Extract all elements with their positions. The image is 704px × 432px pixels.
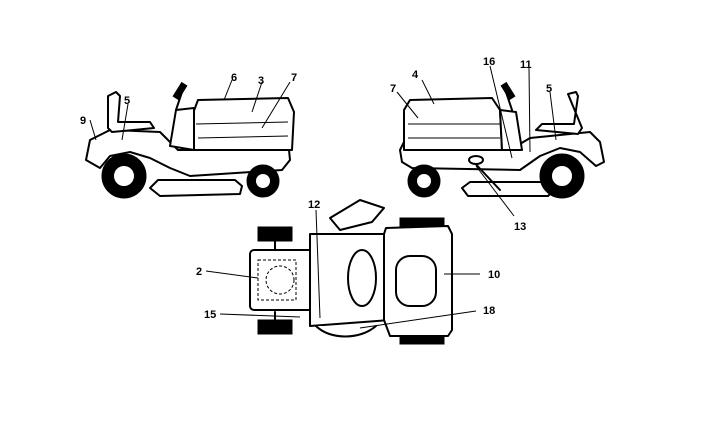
label-4: 4: [412, 69, 419, 81]
seat-top: [395, 255, 437, 307]
label-5: 5: [124, 95, 130, 107]
label-10: 10: [488, 269, 500, 281]
label-12: 12: [308, 199, 320, 211]
label-18: 18: [483, 305, 495, 317]
dash: [169, 107, 195, 151]
mower-left-view: 9 5 6 3 7: [80, 72, 297, 199]
mower-deck: [149, 179, 243, 197]
label-7-right: 7: [390, 83, 396, 95]
mower-right-view: 7 4 16 11 5 13: [390, 56, 605, 233]
label-7: 7: [291, 72, 297, 84]
steering-top: [329, 199, 385, 231]
label-3: 3: [258, 75, 264, 87]
label-5-right: 5: [546, 83, 552, 95]
label-13: 13: [514, 221, 526, 233]
seat: [107, 91, 155, 133]
label-15: 15: [204, 309, 216, 321]
front-wheel-top-right: [257, 319, 293, 335]
mower-top-view: 12 2 15 10 18: [196, 199, 500, 345]
seat-right: [535, 91, 583, 135]
label-2: 2: [196, 266, 202, 278]
engine-outline: [257, 259, 297, 301]
front-wheel-top-left: [257, 226, 293, 242]
label-16: 16: [483, 56, 495, 68]
label-9: 9: [80, 115, 86, 127]
label-6: 6: [231, 72, 237, 84]
label-11: 11: [520, 59, 532, 71]
